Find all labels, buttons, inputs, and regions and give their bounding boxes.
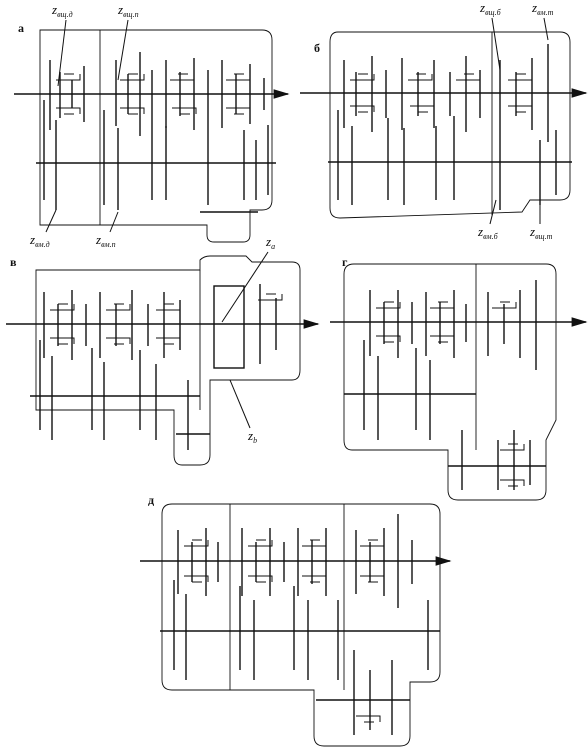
- panel-d-enclosure: [161, 503, 441, 747]
- panel-g-enclosure: [343, 263, 557, 501]
- label-z-vsch-t: zвщ.т: [529, 224, 553, 241]
- panel-b: б zвщ.б zвм.т zвм.б: [300, 0, 588, 241]
- panel-v-enclosure: [35, 255, 301, 466]
- panel-b-gears: [337, 44, 557, 210]
- panel-b-leaders: [489, 17, 549, 225]
- panel-g: г: [330, 255, 588, 501]
- panel-b-clutches: [350, 73, 533, 113]
- label-z-vm-b: zвм.б: [477, 224, 499, 241]
- panel-v-leaders: [221, 251, 269, 429]
- panel-b-enclosure: [329, 31, 571, 219]
- panel-b-letter: б: [314, 41, 320, 55]
- panel-v-labels: za zb: [247, 234, 275, 445]
- label-z-vsch-b: zвщ.б: [479, 0, 502, 17]
- panel-g-letter: г: [342, 255, 348, 269]
- panel-v-clutches: [50, 293, 283, 345]
- label-z-vm-p: zвм.п: [95, 232, 116, 249]
- panel-a-leaders: [45, 19, 129, 233]
- panel-v: в za zb: [6, 234, 320, 466]
- panel-v-gears: [39, 284, 277, 450]
- panel-v-range-gear: [213, 285, 245, 369]
- label-z-a: za: [265, 234, 275, 251]
- panel-a-labels: zвщ.д zвщ.п zвм.д zвм.п: [29, 2, 139, 249]
- label-z-vm-t: zвм.т: [531, 0, 554, 17]
- panel-v-letter: в: [10, 255, 17, 269]
- panel-d-gears: [173, 514, 429, 735]
- label-z-vsch-p: zвщ.п: [117, 2, 139, 19]
- panel-a-clutches: [56, 73, 251, 115]
- panel-b-labels: zвщ.б zвм.т zвм.б zвщ.т: [477, 0, 554, 241]
- panel-g-clutches: [376, 301, 525, 487]
- panel-d: д: [140, 493, 452, 747]
- panel-a-gears: [43, 52, 269, 210]
- panel-a-enclosure: [39, 29, 273, 243]
- panel-d-letter: д: [148, 493, 154, 507]
- panel-d-clutches: [184, 539, 385, 723]
- label-z-vm-d: zвм.д: [29, 232, 50, 249]
- label-z-b: zb: [247, 428, 257, 445]
- label-z-vsch-d: zвщ.д: [51, 2, 73, 19]
- panel-a: а zвщ: [14, 2, 290, 249]
- panel-a-letter: а: [18, 21, 24, 35]
- panel-g-gears: [363, 280, 537, 490]
